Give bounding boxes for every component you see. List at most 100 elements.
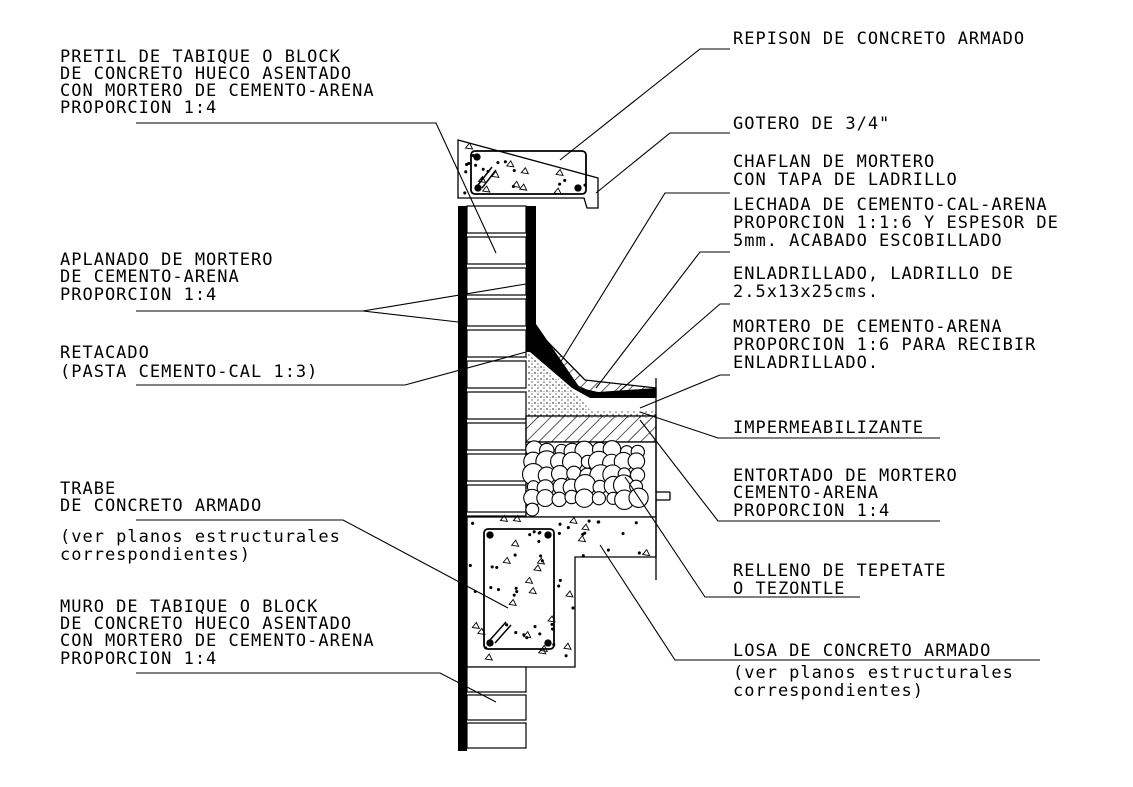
- aggregate: [528, 586, 538, 595]
- aggregate: [481, 185, 491, 193]
- aggregate: [540, 559, 544, 563]
- aggregate: [514, 630, 518, 635]
- aggregate: [564, 654, 568, 658]
- aggregate: [563, 642, 572, 650]
- aggregate: [511, 180, 521, 188]
- aggregate: [467, 161, 471, 166]
- aggregate: [505, 160, 515, 168]
- aggregate: [495, 565, 499, 569]
- label-gotero: GOTERO DE 3/4": [733, 114, 890, 134]
- aggregate: [528, 533, 532, 537]
- brick: [466, 422, 527, 451]
- brick: [466, 236, 527, 265]
- aggregate: [520, 166, 530, 175]
- aplanado-exterior: [458, 206, 467, 751]
- aggregate: [481, 167, 485, 171]
- aggregate: [581, 554, 585, 558]
- aggregate: [563, 178, 567, 182]
- label-losa: LOSA DE CONCRETO ARMADO: [733, 641, 991, 661]
- aggregate: [634, 521, 638, 525]
- brick: [466, 694, 527, 721]
- aggregate: [464, 142, 474, 150]
- aggregate: [490, 565, 494, 569]
- aggregate: [558, 578, 562, 582]
- aggregate: [510, 539, 520, 547]
- aggregate: [538, 632, 542, 636]
- label-trabe-note: (ver planos estructurales correspondient…: [60, 527, 352, 565]
- impermeabilizante-band: [525, 415, 657, 443]
- aggregate: [583, 531, 587, 535]
- brick: [466, 453, 527, 482]
- pebble: [627, 452, 646, 470]
- aplanado-interior: [526, 206, 536, 324]
- label-relleno: RELLENO DE TEPETATE O TEZONTLE: [733, 561, 958, 599]
- aggregate: [581, 532, 585, 536]
- pebble: [591, 491, 607, 506]
- aggregate: [606, 548, 610, 552]
- aggregate: [505, 623, 509, 627]
- aggregate: [581, 523, 590, 531]
- brick: [466, 391, 527, 420]
- label-impermeabilizante: IMPERMEABILIZANTE: [733, 418, 924, 438]
- aggregate: [533, 625, 537, 629]
- label-muro: MURO DE TABIQUE O BLOCK DE CONCRETO HUEC…: [60, 597, 386, 669]
- label-pretil: PRETIL DE TABIQUE O BLOCK DE CONCRETO HU…: [60, 47, 386, 118]
- aggregate: [512, 168, 516, 173]
- aggregate: [571, 606, 575, 610]
- label-chaflan: CHAFLAN DE MORTERO CON TAPA DE LADRILLO: [733, 152, 958, 190]
- label-trabe: TRABE DE CONCRETO ARMADO: [60, 479, 262, 516]
- pebble: [551, 491, 567, 508]
- aggregate: [464, 170, 468, 174]
- aggregate: [508, 598, 517, 607]
- label-aplanado: APLANADO DE MORTERO DE CEMENTO-ARENA PRO…: [60, 250, 285, 305]
- aggregate: [513, 553, 517, 557]
- aggregate: [557, 531, 561, 535]
- aggregate: [558, 182, 562, 186]
- aggregate: [637, 551, 641, 555]
- aggregate: [471, 521, 475, 525]
- aggregate: [539, 554, 543, 558]
- aggregate: [474, 163, 478, 167]
- aggregate: [596, 520, 600, 524]
- aggregate: [569, 516, 578, 524]
- aggregate: [499, 514, 509, 522]
- pebble: [525, 502, 540, 517]
- aggregate: [514, 586, 518, 590]
- aggregate: [550, 622, 554, 626]
- label-enladrillado: ENLADRILLADO, LADRILLO DE 2.5x13x25cms.: [733, 264, 1025, 302]
- label-mortero: MORTERO DE CEMENTO-ARENA PROPORCION 1:6 …: [733, 317, 1048, 373]
- losa-trabe: [466, 516, 657, 668]
- aggregate: [558, 522, 562, 526]
- aggregate: [518, 183, 528, 191]
- aggregate: [557, 584, 561, 588]
- brick: [466, 360, 527, 389]
- brick: [466, 666, 527, 693]
- pebble: [536, 489, 555, 508]
- aggregate: [537, 539, 541, 543]
- aggregate: [524, 576, 534, 584]
- aggregate: [621, 531, 625, 536]
- aggregate: [565, 590, 574, 598]
- aggregate: [503, 160, 507, 164]
- label-repison: REPISON DE CONCRETO ARMADO: [733, 29, 1025, 49]
- aggregate: [522, 630, 532, 639]
- label-lechada: LECHADA DE CEMENTO-CAL-ARENA PROPORCION …: [733, 195, 1070, 251]
- label-entortado: ENTORTADO DE MORTERO CEMENTO-ARENA PROPO…: [733, 466, 969, 521]
- aggregate: [502, 556, 512, 564]
- label-retacado: RETACADO (PASTA CEMENTO-CAL 1:3): [60, 343, 318, 382]
- aggregate: [496, 587, 501, 592]
- aggregate: [555, 168, 564, 176]
- aggregate: [532, 530, 536, 534]
- aggregate: [515, 589, 519, 594]
- brick: [466, 267, 527, 296]
- brick: [466, 484, 527, 513]
- aggregate: [587, 519, 591, 523]
- relleno-mortero: [526, 352, 656, 418]
- aggregate: [468, 563, 472, 568]
- aggregate: [471, 621, 481, 630]
- aggregate: [512, 514, 522, 523]
- aggregate: [465, 162, 469, 166]
- aggregate: [496, 161, 500, 165]
- aggregate: [537, 531, 541, 535]
